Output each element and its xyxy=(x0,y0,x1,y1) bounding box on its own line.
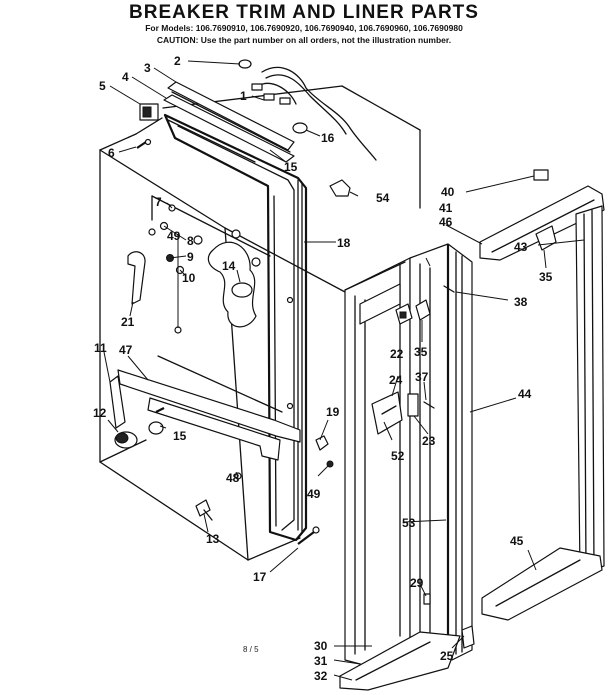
callout-41: 41 xyxy=(439,201,453,215)
callout-24: 24 xyxy=(389,373,403,387)
callout-47: 47 xyxy=(119,343,133,357)
callout-29: 29 xyxy=(410,576,424,590)
callout-30: 30 xyxy=(314,639,328,653)
callout-54: 54 xyxy=(376,191,390,205)
callout-31: 31 xyxy=(314,654,328,668)
callout-35-a: 35 xyxy=(414,345,428,359)
callout-32: 32 xyxy=(314,669,328,683)
frame-hardware xyxy=(371,285,455,605)
drain-fitting xyxy=(231,282,253,298)
top-hardware-parts xyxy=(238,59,377,161)
callout-3: 3 xyxy=(144,61,151,75)
callout-21: 21 xyxy=(121,315,135,329)
callout-2: 2 xyxy=(174,54,181,68)
callout-35-b: 35 xyxy=(539,270,553,284)
callout-22: 22 xyxy=(390,347,404,361)
bracket-part-54 xyxy=(329,179,351,197)
callout-9: 9 xyxy=(187,250,194,264)
callout-15-a: 15 xyxy=(284,160,298,174)
callout-46: 46 xyxy=(439,215,453,229)
caution-note: CAUTION: Use the part number on all orde… xyxy=(156,35,452,45)
breaker-trim-frame xyxy=(163,113,308,542)
outer-door-frame xyxy=(409,243,473,661)
callout-8: 8 xyxy=(187,234,194,248)
diagram-title: BREAKER TRIM AND LINER PARTS xyxy=(129,2,479,23)
callout-23: 23 xyxy=(422,434,436,448)
callout-37: 37 xyxy=(415,370,429,384)
top-breaker-strips xyxy=(163,81,295,163)
callout-53: 53 xyxy=(402,516,416,530)
callout-11: 11 xyxy=(94,341,107,355)
side-trim-strip xyxy=(575,205,605,575)
callout-44: 44 xyxy=(518,387,532,401)
callout-25: 25 xyxy=(440,649,454,663)
callout-45: 45 xyxy=(510,534,524,548)
callout-18: 18 xyxy=(337,236,351,250)
callout-14: 14 xyxy=(222,259,236,273)
callout-49-b: 49 xyxy=(307,487,321,501)
callout-6: 6 xyxy=(108,146,115,160)
callout-labels: 1 2 3 4 5 6 7 8 9 10 11 12 13 14 15 15 1… xyxy=(93,54,553,683)
bottom-trim-strip xyxy=(481,547,603,621)
callout-10: 10 xyxy=(182,271,196,285)
callout-52: 52 xyxy=(391,449,405,463)
leader-lines xyxy=(103,60,585,681)
callout-5: 5 xyxy=(99,79,106,93)
page-marker: 8 / 5 xyxy=(243,645,259,654)
callout-16: 16 xyxy=(321,131,335,145)
callout-48: 48 xyxy=(226,471,240,485)
callout-40: 40 xyxy=(441,185,455,199)
callout-15-b: 15 xyxy=(173,429,187,443)
callout-4: 4 xyxy=(122,70,129,84)
callout-38: 38 xyxy=(514,295,528,309)
drain-recess-part xyxy=(207,241,257,328)
top-clip-parts xyxy=(136,103,159,149)
callout-49-a: 49 xyxy=(167,229,181,243)
callout-13: 13 xyxy=(206,532,220,546)
callout-12: 12 xyxy=(93,406,107,420)
knob-parts xyxy=(114,407,165,449)
callout-1: 1 xyxy=(240,89,247,103)
bottom-trim-pieces xyxy=(339,625,475,691)
callout-43: 43 xyxy=(514,240,528,254)
callout-17: 17 xyxy=(253,570,267,584)
model-list: For Models: 106.7690910, 106.7690920, 10… xyxy=(145,23,463,33)
mullion-bar xyxy=(109,355,301,461)
callout-19: 19 xyxy=(326,405,340,419)
callout-7: 7 xyxy=(155,195,162,209)
door-handle-part xyxy=(127,251,146,305)
